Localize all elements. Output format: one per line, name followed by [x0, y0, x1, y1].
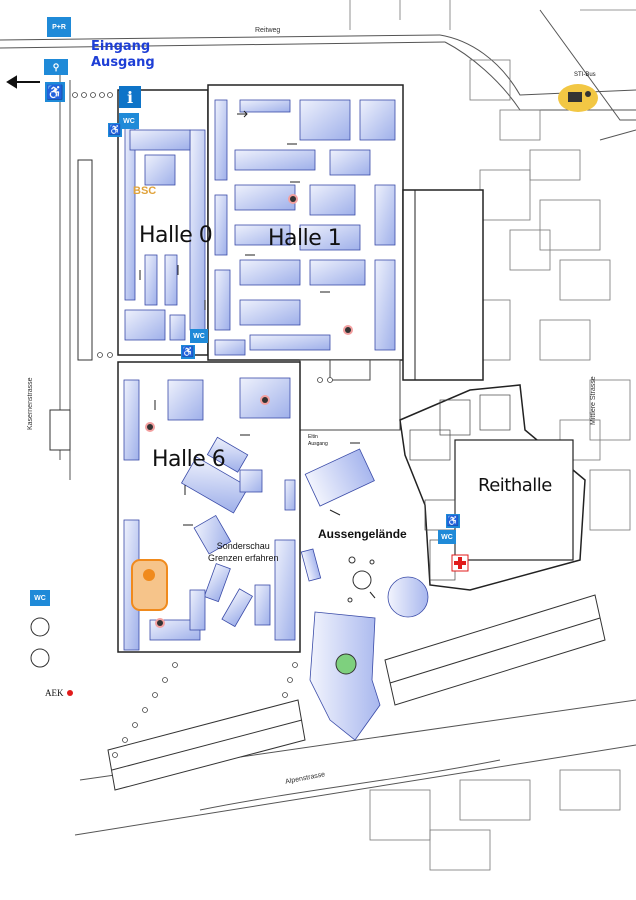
side-exit-line2: Ausgang [308, 441, 328, 447]
hall-6-label: Halle 6 [152, 447, 226, 472]
wc-icon-reithalle: WC [438, 530, 456, 544]
bus-stop-icon [558, 84, 598, 112]
aek-label: AEK [45, 688, 64, 698]
outdoor-clock-icons [30, 556, 375, 668]
wc-icon-hall-0: WC [119, 113, 139, 129]
entrance-line1: Eingang [91, 39, 151, 54]
wheelchair-icon-reithalle: ♿ [446, 514, 460, 528]
special-show-line2: Grenzen erfahren [208, 553, 279, 563]
wc-icon-left: WC [30, 590, 50, 606]
green-area-icon [335, 653, 357, 675]
wheelchair-icon-between-halls: ♿ [181, 345, 195, 359]
first-aid-icon [451, 554, 469, 572]
street-reitweg: Reitweg [255, 27, 281, 34]
wheelchair-icon-hall-0: ♿ [108, 123, 122, 137]
bus-stop-label: STI-Bus [574, 72, 596, 78]
hall-0-label: Halle 0 [139, 223, 213, 248]
entrance-label: Eingang Ausgang [91, 39, 155, 71]
reithalle-inner [454, 439, 574, 561]
reithalle-label: Reithalle [478, 475, 552, 496]
street-lines [0, 9, 636, 836]
kids-area-icon [131, 559, 168, 611]
dotted-path [72, 92, 333, 758]
entrance-line2: Ausgang [91, 55, 155, 70]
outdoor-area-label: Aussengelände [318, 527, 407, 541]
wc-icon-between-halls: WC [190, 329, 208, 343]
hall-1-annex-inner [402, 189, 416, 381]
special-show-label: Sonderschau Grenzen erfahren [208, 540, 279, 564]
exit-arrow-icon [6, 75, 40, 89]
hall-0-booths [124, 119, 206, 341]
outdoor-booths [300, 448, 429, 741]
aek-logo [67, 690, 73, 696]
bicycle-parking-icon: ⚲ [44, 59, 68, 75]
left-shed [77, 159, 93, 361]
street-mittlere-strasse: Mittlere Strasse [590, 376, 597, 425]
middle-inner [329, 359, 371, 381]
side-exit-line1: Eltin [308, 434, 318, 440]
bsc-logo: BSC [133, 185, 157, 197]
info-icon: i [119, 86, 141, 108]
restaurant-markers [145, 194, 353, 628]
hall-1-label: Halle 1 [268, 226, 342, 251]
hall-6-booths [123, 377, 296, 651]
direction-arrows [139, 110, 376, 599]
street-kasernenstrasse: Kasernenstrasse [27, 377, 34, 430]
park-and-ride-icon: P+R [47, 17, 71, 37]
left-shed-2 [49, 409, 71, 451]
hall-1-annex [402, 189, 484, 381]
shed-bottom-left [107, 699, 306, 791]
hall-1-booths [214, 99, 396, 356]
shed-bottom-right [384, 594, 606, 706]
wheelchair-icon: ♿ [45, 82, 65, 102]
side-exit-label: Eltin Ausgang [308, 434, 328, 448]
special-show-line1: Sonderschau [216, 541, 270, 551]
